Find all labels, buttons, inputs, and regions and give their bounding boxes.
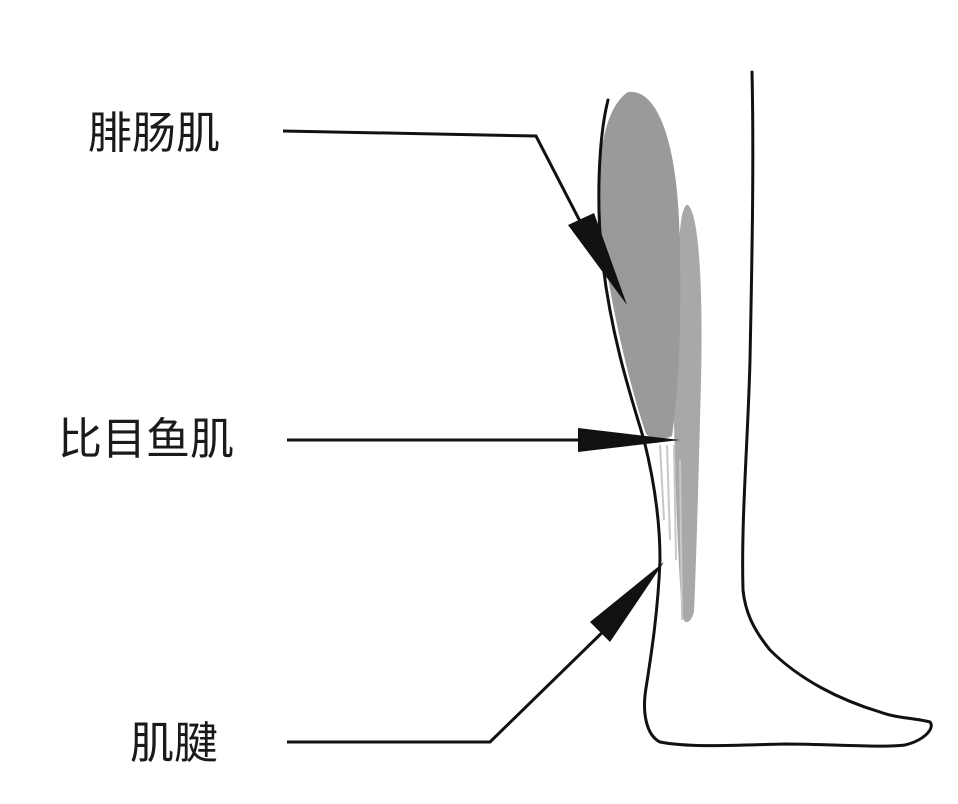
gastrocnemius-label: 腓肠肌 (88, 108, 220, 159)
tendon-label: 肌腱 (130, 718, 218, 769)
soleus-arrowhead (578, 428, 680, 452)
gastrocnemius-arrowhead (568, 213, 627, 305)
gastrocnemius-muscle-shape (598, 91, 681, 439)
tendon-arrowhead (590, 562, 664, 642)
tendon-pointer (287, 562, 664, 744)
tendon-striations (659, 444, 683, 621)
soleus-pointer (287, 428, 680, 452)
soleus-label: 比目鱼肌 (58, 414, 234, 465)
gastrocnemius-pointer (282, 129, 627, 305)
